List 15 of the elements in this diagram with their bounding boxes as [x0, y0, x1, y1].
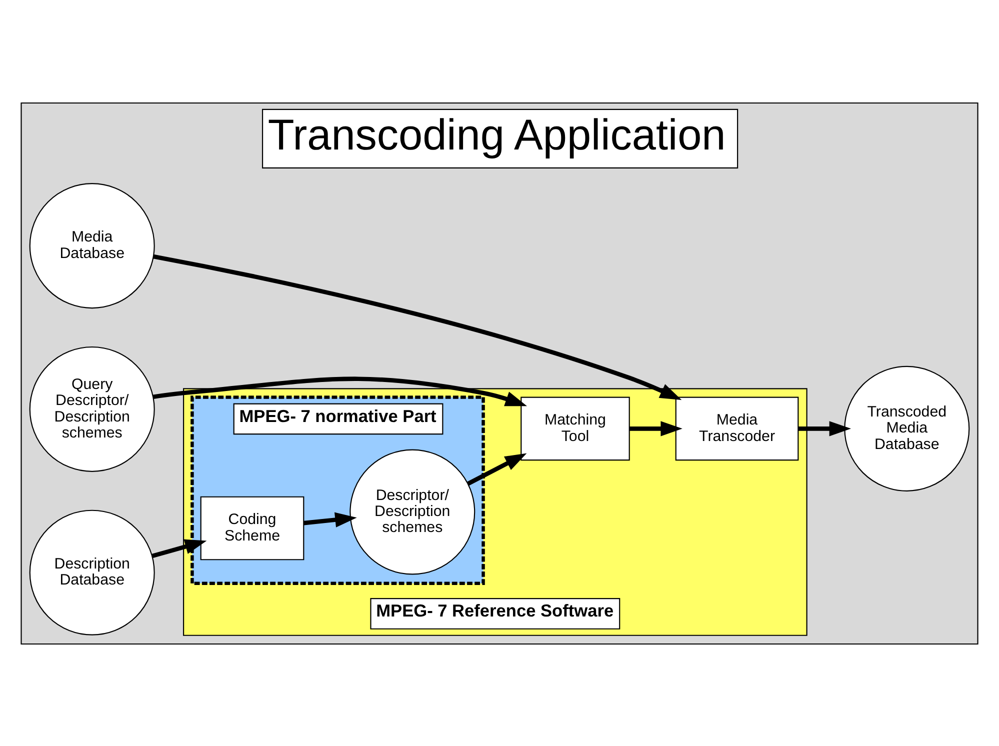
arrow	[152, 538, 207, 558]
node-circle: Query Descriptor/ Description schemes	[29, 346, 155, 472]
node-circle: Transcoded Media Database	[844, 365, 970, 491]
node-circle: Descriptor/ Description schemes	[350, 448, 476, 574]
node-circle: Media Database	[29, 182, 155, 308]
node-circle: Description Database	[29, 509, 155, 635]
arrow	[629, 420, 682, 436]
node-box: Coding Scheme	[200, 496, 304, 560]
arrow	[466, 452, 527, 486]
arrow	[798, 420, 852, 436]
node-box: Matching Tool	[520, 396, 630, 460]
arrow	[153, 254, 682, 400]
arrow	[152, 376, 528, 406]
node-box: Media Transcoder	[675, 396, 799, 460]
arrow	[304, 512, 357, 527]
